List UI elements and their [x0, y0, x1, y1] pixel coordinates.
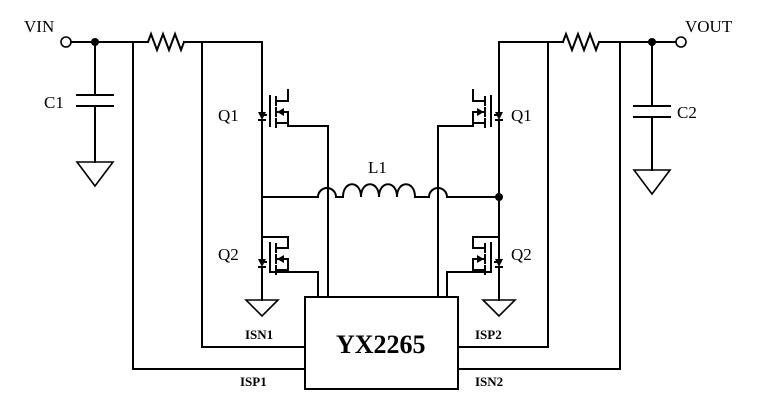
output-sense-resistor [561, 31, 601, 53]
vout-label: VOUT [685, 17, 733, 36]
pin-isn2-label: ISN2 [475, 374, 503, 389]
vin-rail [60, 31, 263, 53]
isp2-trace [457, 41, 549, 348]
pin-isn1-label: ISN1 [245, 327, 273, 342]
ground-c2-icon [632, 169, 672, 196]
pin-isp2-label: ISP2 [475, 327, 502, 342]
q2-left-label: Q2 [218, 245, 239, 264]
l1-label: L1 [368, 158, 387, 177]
controller-ic [304, 296, 459, 390]
c1-label: C1 [44, 93, 64, 112]
controller-name: YX2265 [336, 330, 426, 359]
input-sense-resistor [146, 31, 186, 53]
q2-right-transistor [446, 236, 517, 318]
vout-rail [498, 31, 687, 53]
q2-right-label: Q2 [511, 245, 532, 264]
ground-c1-icon [75, 161, 115, 188]
ground-q2-left-icon [244, 299, 280, 318]
q1-right-transistor [437, 41, 503, 298]
pin-isp1-label: ISP1 [240, 374, 267, 389]
isp1-trace [132, 41, 306, 370]
left-switch-node [261, 187, 344, 198]
vin-label: VIN [24, 17, 54, 36]
c2-label: C2 [677, 103, 697, 122]
c2-capacitor [632, 41, 672, 196]
c1-capacitor [75, 41, 115, 188]
q1-right-label: Q1 [511, 106, 532, 125]
isn2-trace [457, 41, 621, 370]
q1-left-transistor [258, 41, 329, 298]
isn1-trace [201, 41, 306, 348]
q2-left-transistor [244, 236, 319, 318]
q1-left-label: Q1 [218, 106, 239, 125]
right-switch-node [414, 187, 500, 198]
vout-terminal [675, 36, 687, 48]
ground-q2-right-icon [481, 299, 517, 318]
l1-inductor [341, 183, 417, 199]
vin-terminal [60, 36, 72, 48]
